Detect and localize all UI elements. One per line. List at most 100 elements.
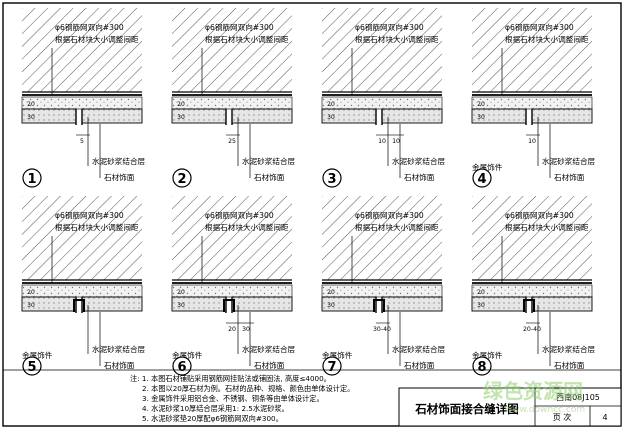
note-5: 5. 水泥砂浆垫20厚配φ6钢筋网双向#300。 bbox=[142, 414, 283, 423]
mortar-layer bbox=[21, 96, 143, 110]
label-metal: 金属饰件 bbox=[472, 162, 503, 172]
mortar-layer bbox=[321, 284, 443, 298]
layer-mark-20: 20 bbox=[177, 101, 185, 108]
label-rebar: φ6钢筋网双向#300 bbox=[205, 210, 274, 220]
dimension-2-0: 25 bbox=[228, 138, 236, 145]
label-mortar: 水泥砂浆结合层 bbox=[542, 156, 596, 166]
detail-number: 1 bbox=[27, 172, 36, 187]
detail-number: 2 bbox=[177, 172, 186, 187]
label-metal: 金属饰件 bbox=[172, 350, 203, 360]
mortar-layer bbox=[171, 96, 293, 110]
note-4: 4. 水泥砂浆10厚结合层采用1: 2.5水泥砂浆。 bbox=[142, 404, 289, 413]
detail-number-circle bbox=[22, 356, 42, 376]
detail-number-circle bbox=[472, 356, 492, 376]
label-stone: 石材饰面 bbox=[104, 172, 135, 182]
detail-number: 3 bbox=[327, 172, 336, 187]
label-mortar: 水泥砂浆结合层 bbox=[392, 344, 446, 354]
layer-mark-20: 20 bbox=[327, 101, 335, 108]
metal-insert bbox=[373, 299, 385, 312]
detail-number-circle bbox=[172, 356, 192, 376]
notes-block: 注: 1. 本图石材铺贴采用钢筋网挂贴法或铺固法, 高度≤4000。 2. 本图… bbox=[130, 374, 354, 423]
detail-4: 2030φ6钢筋网双向#300根据石材块大小调整间距10水泥砂浆结合层石材饰面金… bbox=[471, 8, 596, 188]
mortar-layer bbox=[321, 96, 443, 110]
dimension-7-0: 30-40 bbox=[373, 326, 391, 333]
label-rebar: φ6钢筋网双向#300 bbox=[505, 22, 574, 32]
layer-mark-20: 20 bbox=[477, 101, 485, 108]
stone-slab-right bbox=[231, 296, 293, 312]
label-adjust: 根据石材块大小调整间距 bbox=[55, 222, 139, 232]
concrete-wall bbox=[472, 196, 592, 280]
label-stone: 石材饰面 bbox=[254, 172, 285, 182]
joint-profile bbox=[375, 109, 383, 125]
concrete-wall bbox=[322, 196, 442, 280]
stone-slab-right bbox=[381, 108, 443, 124]
details-group: 2030φ6钢筋网双向#300根据石材块大小调整间距5水泥砂浆结合层石材饰面12… bbox=[21, 8, 596, 376]
atlas-number: 西南08J105 bbox=[556, 392, 600, 402]
metal-insert bbox=[223, 299, 235, 312]
concrete-wall bbox=[322, 8, 442, 92]
mortar-layer bbox=[21, 284, 143, 298]
detail-number: 6 bbox=[177, 360, 186, 375]
label-mortar: 水泥砂浆结合层 bbox=[542, 344, 596, 354]
mortar-layer bbox=[471, 284, 593, 298]
concrete-wall bbox=[22, 8, 142, 92]
detail-number: 4 bbox=[477, 172, 486, 187]
stone-slab-right bbox=[531, 108, 593, 124]
concrete-wall bbox=[172, 8, 292, 92]
dimension-6-1: 30 bbox=[242, 326, 250, 333]
watermark-logo: 绿色资源网 bbox=[483, 379, 583, 403]
metal-insert bbox=[73, 299, 85, 312]
detail-5: 2030φ6钢筋网双向#300根据石材块大小调整间距水泥砂浆结合层石材饰面金属饰… bbox=[21, 196, 146, 376]
layer-mark-30: 30 bbox=[27, 302, 35, 309]
metal-insert bbox=[523, 299, 535, 312]
layer-mark-30: 30 bbox=[327, 302, 335, 309]
layer-mark-30: 30 bbox=[477, 302, 485, 309]
joint-profile bbox=[225, 109, 233, 125]
layer-mark-30: 30 bbox=[477, 114, 485, 121]
label-metal: 金属饰件 bbox=[322, 350, 353, 360]
detail-number-circle bbox=[322, 356, 342, 376]
label-mortar: 水泥砂浆结合层 bbox=[392, 156, 446, 166]
label-adjust: 根据石材块大小调整间距 bbox=[55, 34, 139, 44]
watermark-url: www.downcc.com bbox=[505, 405, 585, 415]
note-1: 注: 1. 本图石材铺贴采用钢筋网挂贴法或铺固法, 高度≤4000。 bbox=[130, 374, 331, 383]
stone-slab-right bbox=[381, 296, 443, 312]
label-stone: 石材饰面 bbox=[554, 360, 585, 370]
detail-number: 7 bbox=[327, 360, 336, 375]
layer-mark-20: 20 bbox=[177, 289, 185, 296]
layer-mark-30: 30 bbox=[27, 114, 35, 121]
label-mortar: 水泥砂浆结合层 bbox=[92, 344, 146, 354]
detail-number: 8 bbox=[477, 360, 486, 375]
stone-slab-right bbox=[231, 108, 293, 124]
joint-profile bbox=[525, 109, 533, 125]
stone-slab-right bbox=[531, 296, 593, 312]
layer-mark-30: 30 bbox=[177, 302, 185, 309]
title-block: 石材饰面接合缝详图 西南08J105 页 次 4 bbox=[398, 387, 622, 427]
label-rebar: φ6钢筋网双向#300 bbox=[355, 22, 424, 32]
dimension-1-0: 5 bbox=[80, 138, 84, 145]
detail-number-circle bbox=[22, 168, 42, 188]
label-adjust: 根据石材块大小调整间距 bbox=[355, 34, 439, 44]
label-stone: 石材饰面 bbox=[554, 172, 585, 182]
label-metal: 金属饰件 bbox=[22, 350, 53, 360]
label-mortar: 水泥砂浆结合层 bbox=[242, 156, 296, 166]
stone-slab-right bbox=[81, 296, 143, 312]
detail-number-circle bbox=[322, 168, 342, 188]
detail-7: 2030φ6钢筋网双向#300根据石材块大小调整间距30-40水泥砂浆结合层石材… bbox=[321, 196, 446, 376]
dimension-3-0: 10 bbox=[378, 138, 386, 145]
layer-mark-20: 20 bbox=[477, 289, 485, 296]
watermark: 绿色资源网 www.downcc.com bbox=[483, 379, 585, 415]
layer-mark-20: 20 bbox=[327, 289, 335, 296]
label-rebar: φ6钢筋网双向#300 bbox=[205, 22, 274, 32]
note-2: 2. 本图以20厚石材为例。石材的品种、规格、颜色由单体设计定。 bbox=[142, 384, 354, 393]
label-adjust: 根据石材块大小调整间距 bbox=[205, 222, 289, 232]
dimension-6-0: 20 bbox=[228, 326, 236, 333]
label-stone: 石材饰面 bbox=[104, 360, 135, 370]
label-rebar: φ6钢筋网双向#300 bbox=[55, 22, 124, 32]
label-mortar: 水泥砂浆结合层 bbox=[92, 156, 146, 166]
